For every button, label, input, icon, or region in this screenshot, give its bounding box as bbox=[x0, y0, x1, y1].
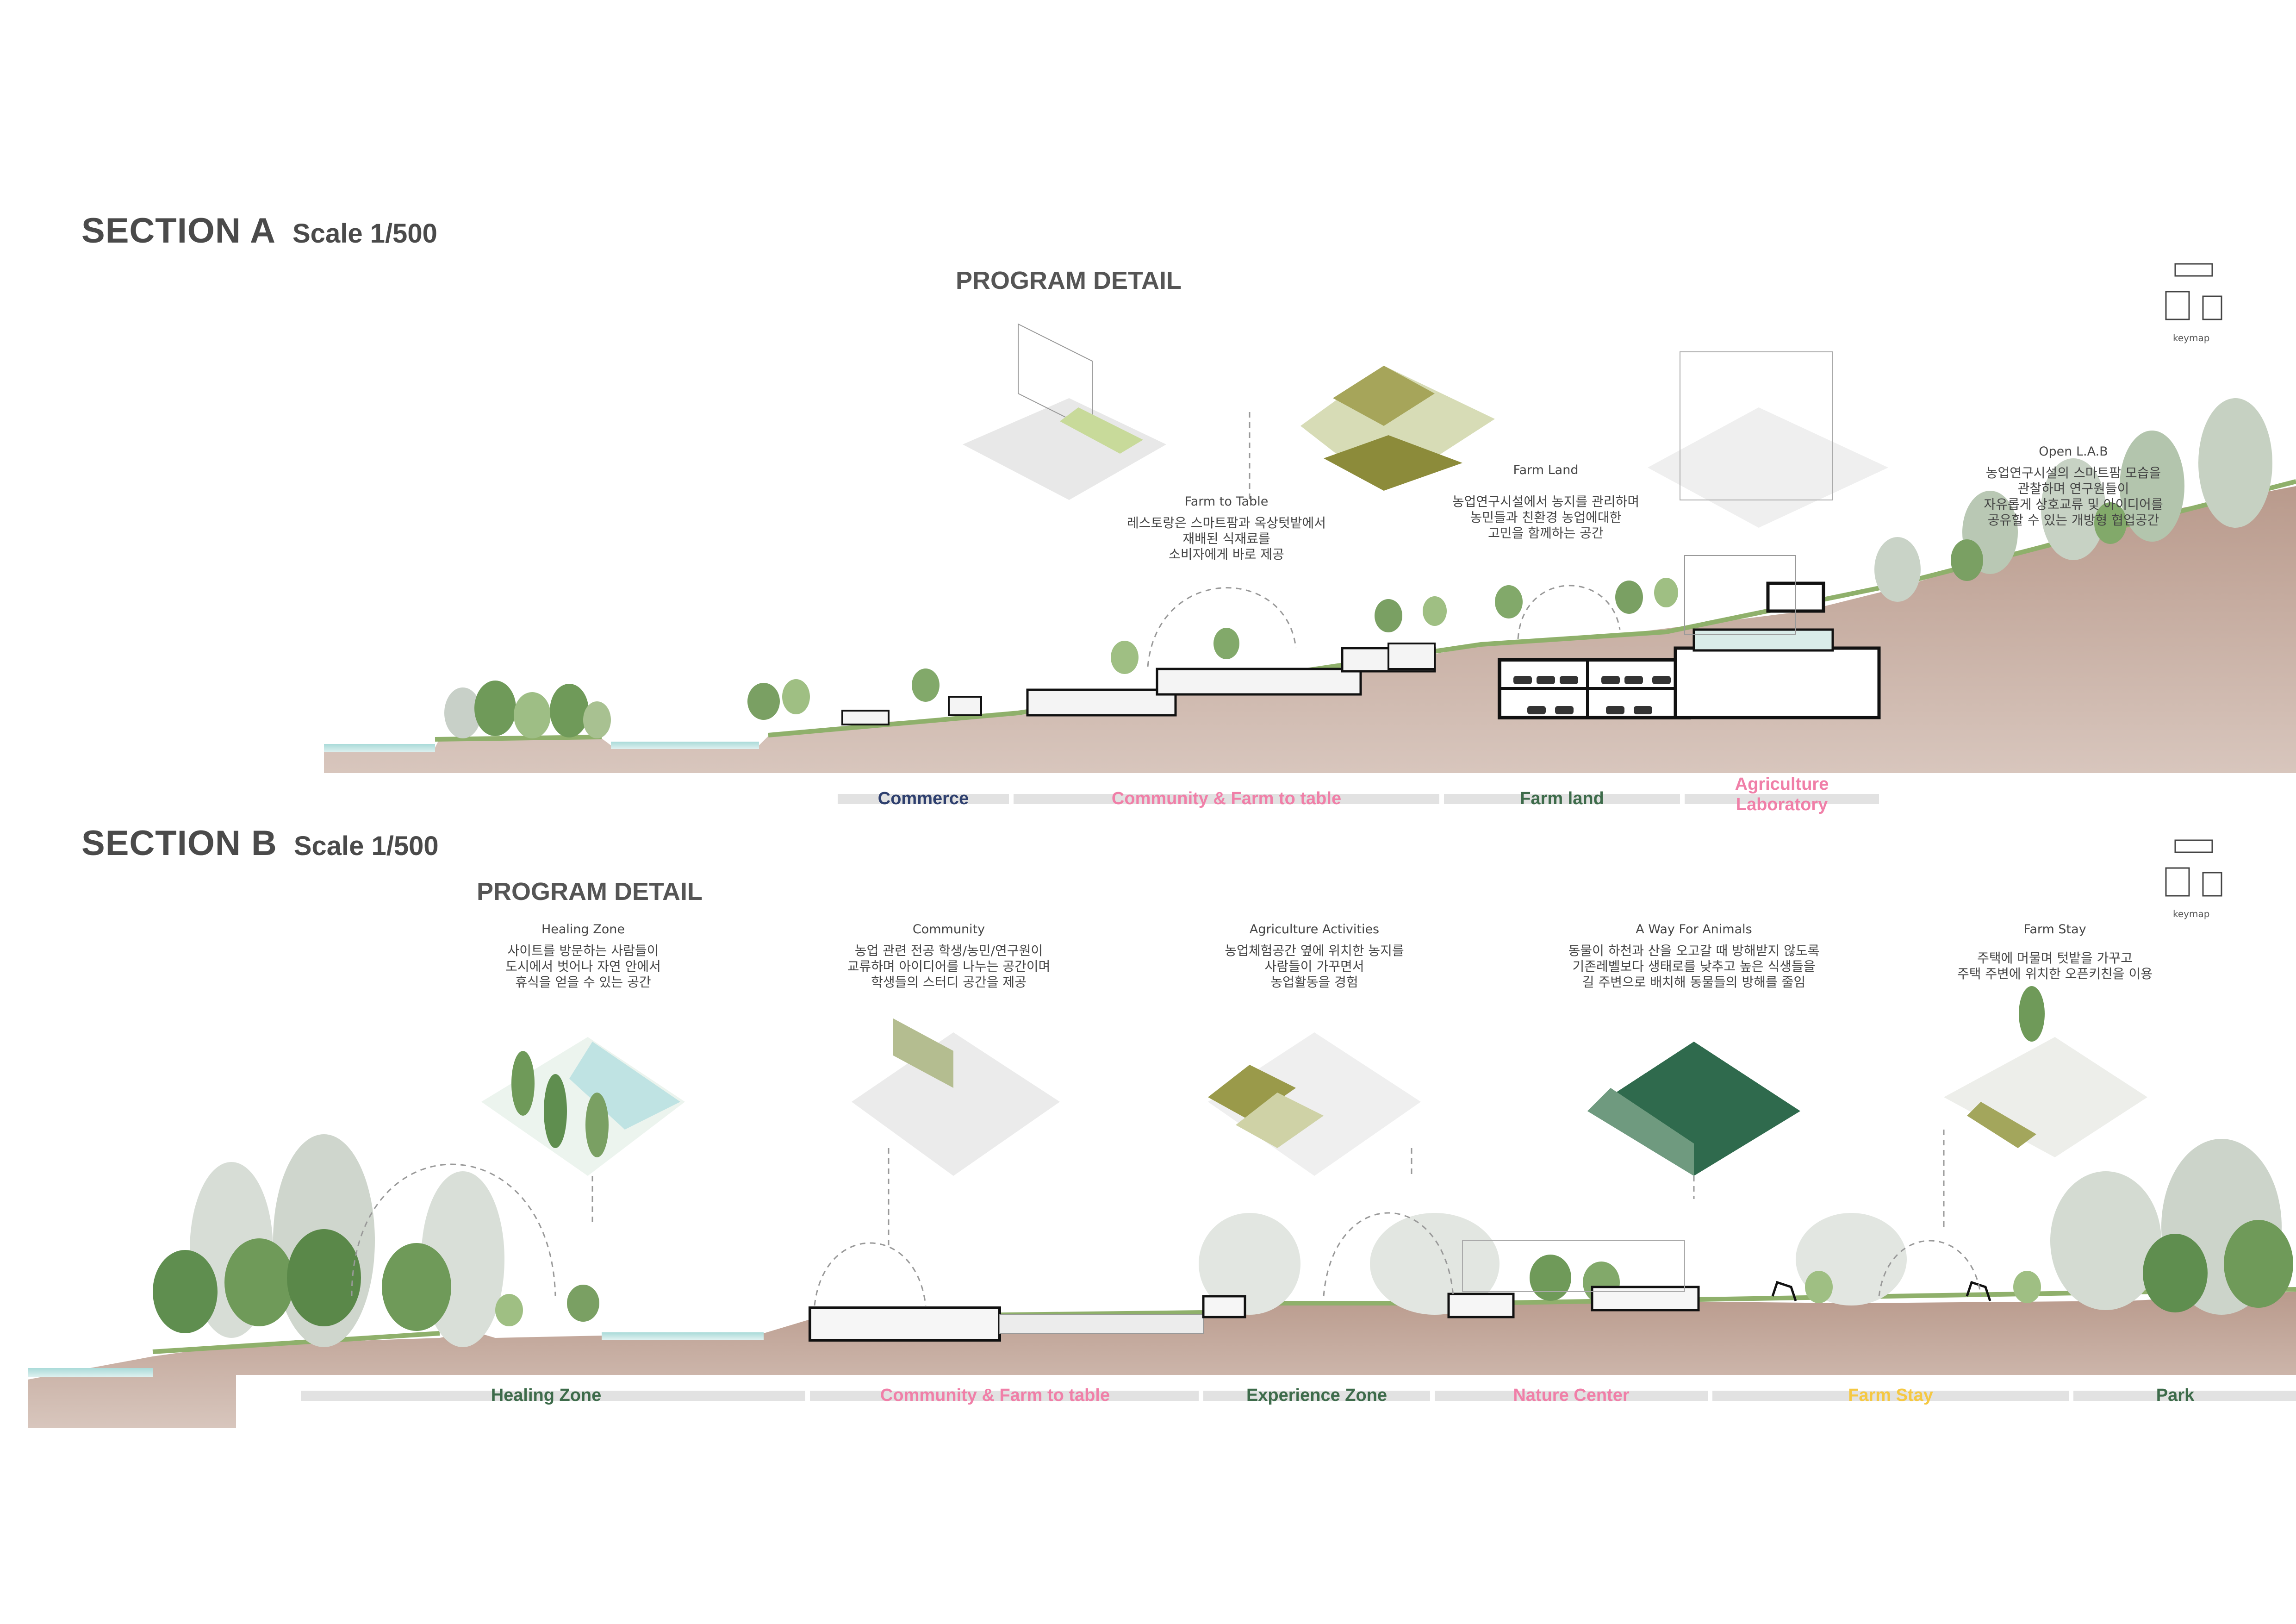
section-a-vignette-farm-to-table bbox=[963, 323, 1166, 500]
note-line: 농업체험공간 옆에 위치한 농지를 bbox=[1225, 943, 1404, 958]
section-a-cars bbox=[1513, 676, 1671, 714]
section-b-heading: SECTION B bbox=[81, 824, 277, 863]
section-a-water-left bbox=[324, 744, 435, 752]
section-a-note-farm-to-table: Farm to Table 레스토랑은 스마트팜과 옥상텃밭에서 재배된 식재료… bbox=[1101, 494, 1351, 562]
note-line: 도시에서 벗어나 자연 안에서 bbox=[505, 959, 661, 974]
note-heading: A Way For Animals bbox=[1636, 922, 1752, 937]
section-b-vignette-healing bbox=[481, 1037, 685, 1176]
section-a-vignette-farm-land bbox=[1300, 366, 1495, 491]
section-a-note-farm-land: Farm Land 농업연구시설에서 농지를 관리하며 농민들과 친환경 농업에… bbox=[1416, 463, 1675, 541]
note-line: 관찰하며 연구원들이 bbox=[2017, 481, 2129, 496]
section-b-zone-bar-park bbox=[2073, 1391, 2296, 1401]
section-b-note-farmstay: Farm Stay 주택에 머물며 텃밭을 가꾸고 주택 주변에 위치한 오픈키… bbox=[1921, 922, 2189, 982]
section-b-water-mid bbox=[602, 1332, 764, 1340]
note-line: 레스토랑은 스마트팜과 옥상텃밭에서 bbox=[1127, 515, 1326, 531]
section-a-water-mid bbox=[611, 742, 759, 749]
section-b-vignette-agriculture bbox=[1208, 1032, 1421, 1176]
note-line: 농업연구시설의 스마트팜 모습을 bbox=[1985, 465, 2161, 481]
section-a-keymap-label: keymap bbox=[2173, 332, 2210, 344]
note-line: 소비자에게 바로 제공 bbox=[1169, 547, 1284, 562]
section-a-callouts bbox=[1147, 412, 1621, 667]
note-line: 재배된 식재료를 bbox=[1182, 531, 1270, 546]
section-b-ground bbox=[28, 1292, 2296, 1428]
note-heading: Farm to Table bbox=[1184, 494, 1269, 509]
note-line: 농업활동을 경험 bbox=[1270, 974, 1358, 990]
note-line: 휴식을 얻을 수 있는 공간 bbox=[515, 974, 651, 990]
note-line: 길 주변으로 배치해 동물들의 방해를 줄임 bbox=[1582, 974, 1806, 990]
note-line: 교류하며 아이디어를 나누는 공간이며 bbox=[847, 959, 1051, 974]
note-line: 농업연구시설에서 농지를 관리하며 bbox=[1452, 494, 1640, 509]
note-heading: Agriculture Activities bbox=[1249, 922, 1380, 937]
section-a-drawing bbox=[324, 263, 2296, 773]
note-line: 주택 주변에 위치한 오픈키친을 이용 bbox=[1957, 966, 2153, 981]
note-heading: Community bbox=[912, 922, 985, 937]
section-b-zone-farmstay: Farm Stay bbox=[1848, 1386, 1933, 1405]
section-a-zone-bar-laboratory bbox=[1685, 794, 1879, 804]
note-line: 자유롭게 상호교류 및 아이디어를 bbox=[1984, 497, 2163, 512]
section-b-zone-nature: Nature Center bbox=[1513, 1386, 1630, 1405]
section-b-scale: Scale 1/500 bbox=[293, 831, 439, 861]
section-b-note-healing: Healing Zone 사이트를 방문하는 사람들이 도시에서 벗어나 자연 … bbox=[463, 922, 703, 990]
section-a-zone-community: Community & Farm to table bbox=[1111, 789, 1342, 808]
section-b-note-animals: A Way For Animals 동물이 하천과 산을 오고갈 때 방해받지 … bbox=[1527, 922, 1860, 990]
note-line: 학생들의 스터디 공간을 제공 bbox=[871, 974, 1027, 990]
section-a-zone-bar-community bbox=[1014, 794, 1439, 804]
section-b-note-agriculture: Agriculture Activities 농업체험공간 옆에 위치한 농지를… bbox=[1180, 922, 1449, 990]
section-a-zone-laboratory: Agriculture Laboratory bbox=[1735, 775, 1829, 814]
section-b-title: SECTION B Scale 1/500 bbox=[81, 823, 439, 863]
note-line: 기존레벨보다 생태로를 낮추고 높은 식생들을 bbox=[1572, 959, 1816, 974]
section-b-vignette-community bbox=[852, 1018, 1060, 1176]
section-a-zone-commerce: Commerce bbox=[877, 789, 969, 808]
section-b-zone-bar-healing bbox=[301, 1391, 805, 1401]
section-a-zone-bar-farm-land bbox=[1444, 794, 1680, 804]
section-a-island-trees bbox=[444, 681, 611, 738]
note-heading: Open L.A.B bbox=[2039, 444, 2108, 459]
section-a-program-detail: PROGRAM DETAIL bbox=[956, 267, 1182, 294]
note-line: 농민들과 친환경 농업에대한 bbox=[1470, 510, 1622, 525]
section-b-forest-right bbox=[1199, 1139, 2293, 1315]
section-b-zone-bar-nature bbox=[1435, 1391, 1708, 1401]
note-heading: Farm Land bbox=[1513, 463, 1579, 477]
section-b-zone-bar-farmstay bbox=[1712, 1391, 2069, 1401]
section-b-water-left bbox=[28, 1368, 153, 1377]
note-heading: Healing Zone bbox=[541, 922, 625, 937]
section-b-zone-community: Community & Farm to table bbox=[880, 1386, 1110, 1405]
section-a-keymap-icon bbox=[2165, 263, 2222, 320]
note-heading: Farm Stay bbox=[2023, 922, 2086, 937]
section-a-vignette-open-lab bbox=[1648, 351, 1888, 528]
section-b-vignette-animals bbox=[1587, 1042, 1800, 1176]
section-a-note-open-lab: Open L.A.B 농업연구시설의 스마트팜 모습을 관찰하며 연구원들이 자… bbox=[1930, 444, 2217, 528]
section-a-heading: SECTION A bbox=[81, 211, 276, 250]
section-b-zone-experience: Experience Zone bbox=[1246, 1386, 1388, 1405]
section-b-zone-healing: Healing Zone bbox=[491, 1386, 602, 1405]
section-b-zone-bar-experience bbox=[1203, 1391, 1430, 1401]
section-a-slope-trees bbox=[747, 398, 2272, 720]
section-a-zone-bar-commerce bbox=[838, 794, 1009, 804]
section-b-forest-left bbox=[153, 1134, 599, 1347]
section-b-zone-bar-community bbox=[810, 1391, 1199, 1401]
section-b-vignette-farmstay bbox=[1944, 986, 2147, 1157]
note-line: 사이트를 방문하는 사람들이 bbox=[507, 943, 659, 958]
section-b-buildings bbox=[809, 1240, 1991, 1342]
note-line: 농업 관련 전공 학생/농민/연구원이 bbox=[854, 943, 1043, 958]
note-line: 동물이 하천과 산을 오고갈 때 방해받지 않도록 bbox=[1568, 943, 1820, 958]
section-b-note-community: Community 농업 관련 전공 학생/농민/연구원이 교류하며 아이디어를… bbox=[805, 922, 1092, 990]
section-b-callouts bbox=[351, 1130, 1982, 1306]
section-b-drawing bbox=[28, 839, 2296, 1428]
section-a-title: SECTION A Scale 1/500 bbox=[81, 211, 437, 251]
section-b-keymap-label: keymap bbox=[2173, 908, 2210, 919]
note-line: 주택에 머물며 텃밭을 가꾸고 bbox=[1977, 950, 2133, 966]
section-a-scale: Scale 1/500 bbox=[292, 219, 437, 249]
note-line: 사람들이 가꾸면서 bbox=[1264, 959, 1364, 974]
note-line: 고민을 함께하는 공간 bbox=[1488, 525, 1604, 541]
section-b-keymap-icon bbox=[2165, 839, 2222, 897]
section-b-zone-park: Park bbox=[2156, 1386, 2195, 1405]
section-b-program-detail: PROGRAM DETAIL bbox=[477, 878, 703, 906]
section-a-zone-farm-land: Farm land bbox=[1520, 789, 1604, 808]
note-line: 공유할 수 있는 개방형 협업공간 bbox=[1987, 512, 2159, 528]
